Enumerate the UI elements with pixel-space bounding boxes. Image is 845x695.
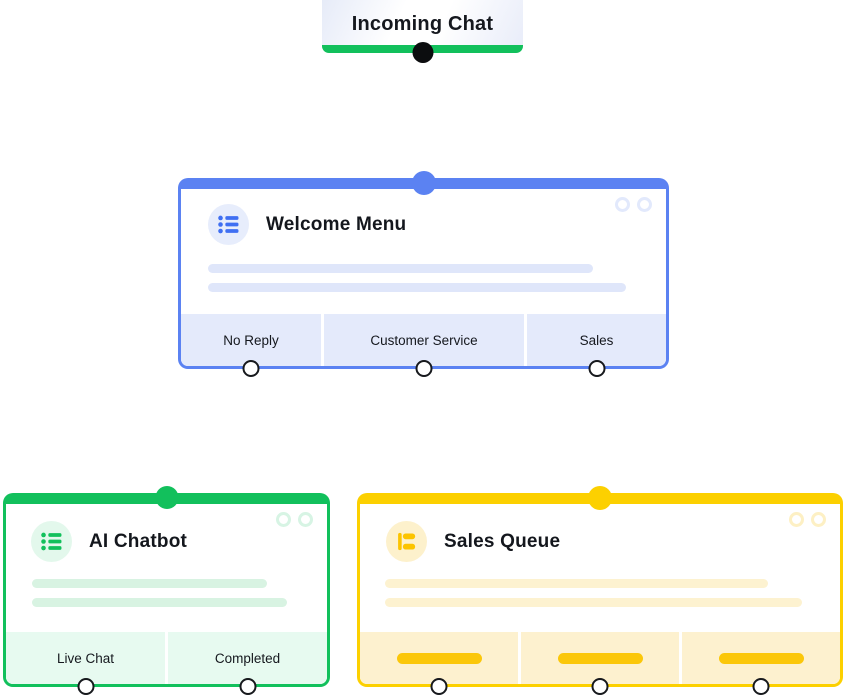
- input-connector[interactable]: [588, 486, 612, 510]
- input-connector[interactable]: [411, 171, 436, 195]
- output-handle[interactable]: [588, 360, 605, 377]
- branch-label-placeholder: [718, 652, 804, 664]
- node-action-button[interactable]: [298, 512, 313, 527]
- text-placeholder-bar: [385, 598, 802, 607]
- output-handle[interactable]: [430, 678, 448, 695]
- node-actions: [789, 512, 826, 527]
- branch-label: Sales: [579, 332, 614, 348]
- node-actions: [276, 512, 313, 527]
- branch-sales[interactable]: Sales: [527, 314, 666, 377]
- node-action-button[interactable]: [637, 197, 652, 212]
- text-placeholder-bar: [32, 579, 267, 588]
- node-branches: No Reply Customer Service Sales: [181, 314, 666, 377]
- output-handle[interactable]: [242, 360, 260, 377]
- list-icon: [31, 521, 72, 562]
- node-title: AI Chatbot: [89, 530, 188, 552]
- node-header: AI Chatbot: [31, 521, 187, 562]
- branch-completed[interactable]: Completed: [168, 632, 327, 695]
- branch-customer-service[interactable]: Customer Service: [324, 314, 524, 377]
- node-action-button[interactable]: [276, 512, 291, 527]
- node-title: Incoming Chat: [351, 13, 494, 35]
- output-handle[interactable]: [591, 678, 609, 695]
- node-ai-chatbot[interactable]: AI Chatbot Live Chat Completed: [3, 486, 330, 695]
- branch-label: Live Chat: [56, 650, 115, 666]
- branch-live-chat[interactable]: Live Chat: [6, 632, 165, 695]
- node-header: Welcome Menu: [208, 204, 406, 245]
- branch-label: Completed: [214, 650, 281, 666]
- input-connector[interactable]: [155, 486, 178, 509]
- branch-label-placeholder: [396, 652, 482, 664]
- output-handle[interactable]: [412, 42, 433, 63]
- node-welcome-menu[interactable]: Welcome Menu No Reply Customer Service S…: [178, 171, 669, 377]
- text-placeholder-bar: [208, 264, 593, 273]
- branch-placeholder-1[interactable]: [360, 632, 518, 695]
- node-actions: [615, 197, 652, 212]
- text-placeholder-bar: [385, 579, 768, 588]
- node-branches: [360, 632, 840, 695]
- node-sales-queue[interactable]: Sales Queue: [357, 486, 843, 695]
- branch-label: Customer Service: [370, 332, 478, 348]
- queue-tree-icon: [386, 521, 427, 562]
- node-action-button[interactable]: [811, 512, 826, 527]
- text-placeholder-bar: [32, 598, 287, 607]
- list-icon: [208, 204, 249, 245]
- branch-label: No Reply: [223, 332, 279, 348]
- node-action-button[interactable]: [615, 197, 630, 212]
- branch-label-placeholder: [557, 652, 643, 664]
- node-action-button[interactable]: [789, 512, 804, 527]
- branch-placeholder-2[interactable]: [521, 632, 679, 695]
- output-handle[interactable]: [77, 678, 94, 695]
- output-handle[interactable]: [415, 360, 433, 377]
- node-title: Sales Queue: [444, 530, 561, 552]
- output-handle[interactable]: [752, 678, 770, 695]
- output-handle[interactable]: [239, 678, 256, 695]
- node-incoming-chat[interactable]: Incoming Chat: [322, 0, 523, 63]
- node-branches: Live Chat Completed: [6, 632, 327, 695]
- branch-no-reply[interactable]: No Reply: [181, 314, 321, 377]
- node-title: Welcome Menu: [266, 213, 407, 235]
- branch-placeholder-3[interactable]: [682, 632, 840, 695]
- text-placeholder-bar: [208, 283, 626, 292]
- node-header: Sales Queue: [386, 521, 560, 562]
